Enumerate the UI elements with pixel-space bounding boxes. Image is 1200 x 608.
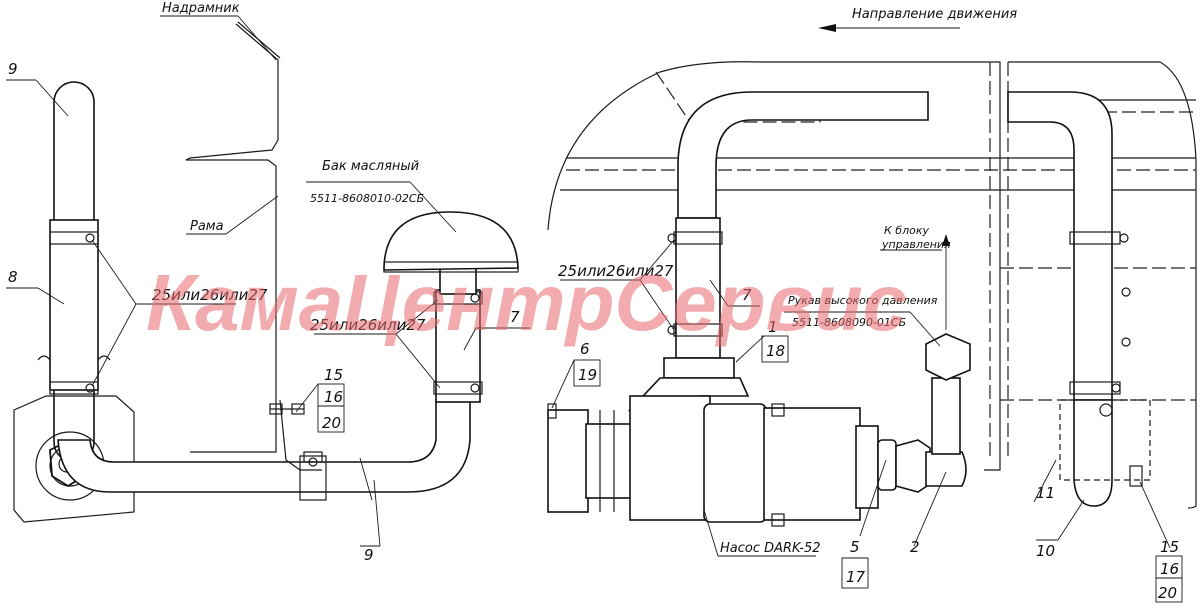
label-hose: Рукав высокого давления [788,294,938,307]
bottom-loop-10 [1073,399,1113,507]
label-frame-part: Надрамник [162,1,240,16]
pipe-8-hose [49,219,99,391]
cab-outline [547,61,1001,471]
label-frame: Рама [190,219,224,234]
pos-16-left: 16 [324,388,343,406]
watermark-logo: КамаЦентрСервис [146,258,907,347]
pos-15-left: 15 [324,366,343,384]
label-size-right: 25или26или27 [558,262,674,280]
pipe-right-bend [1007,91,1113,401]
clamp-lower [49,381,99,395]
pos-7-left: 7 [510,308,520,326]
pos-11: 11 [1036,484,1055,502]
oil-tank-dome [383,211,519,271]
pos-17: 17 [846,568,866,586]
pipe-9-horizontal [57,399,471,493]
left-view [13,15,519,523]
pump-inlet-nut [663,357,735,379]
subframe-profile [185,23,279,453]
pos-19: 19 [578,366,597,384]
label-oil-tank-code: 5511-8608010-02СБ [310,192,424,205]
pos-6: 6 [580,340,590,358]
label-size-left: 25или26или27 [152,286,268,304]
hose-7-left [435,289,481,403]
label-size-mid: 25или26или27 [310,316,426,334]
pos-20-left: 20 [322,414,341,432]
pos-7-right: 7 [742,286,752,304]
pos-5: 5 [850,538,860,556]
clamp-upper [49,231,99,245]
pos-15-right: 15 [1160,538,1179,556]
label-oil-tank: Бак масляный [322,159,419,174]
label-pump: Насос DARK-52 [720,541,821,556]
pos-9-top: 9 [8,60,18,78]
label-direction: Направление движения [852,7,1017,22]
pipe-upper-bend [677,91,929,219]
leaders [6,79,1183,603]
label-to-control-2: управления [881,238,951,251]
pos-16-right: 16 [1160,560,1179,578]
right-view [547,24,1197,527]
label-hose-code: 5511-8608090-01СБ [792,316,906,329]
pos-18: 18 [766,342,785,360]
pos-10: 10 [1036,542,1055,560]
pump-body [547,234,971,527]
pos-2: 2 [910,538,920,556]
pos-1: 1 [768,318,778,336]
label-to-control: К блоку [884,224,929,237]
pos-9-bottom: 9 [364,546,374,564]
pos-20-right: 20 [1158,584,1177,602]
horizontal-clamp [299,455,327,501]
hose-7-right [675,217,721,359]
pos-8: 8 [8,268,18,286]
